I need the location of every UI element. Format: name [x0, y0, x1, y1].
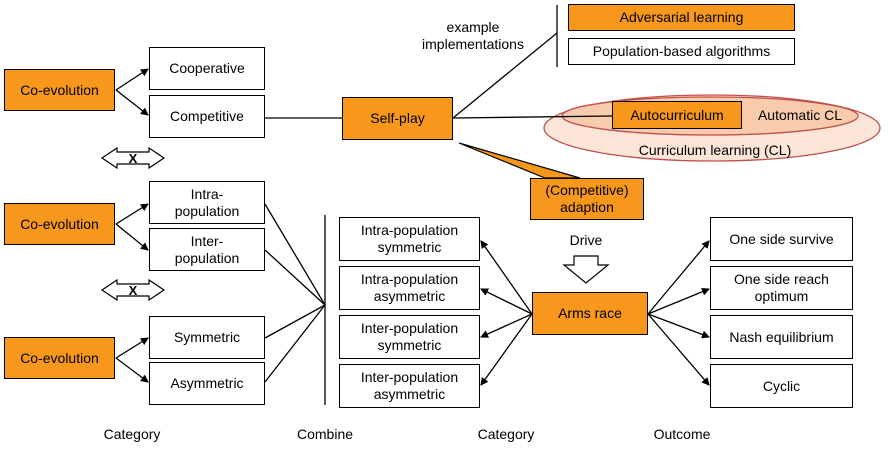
drive-label: Drive: [569, 232, 603, 248]
cooperative-box: Cooperative: [149, 47, 265, 90]
drive-arrow: [562, 255, 610, 284]
inter-population-symmetric-box: Inter-population symmetric: [339, 315, 480, 359]
autocurriculum-box: Autocurriculum: [612, 101, 742, 129]
competitive-box: Competitive: [149, 95, 265, 138]
cross-symbol-lower: X: [129, 283, 138, 298]
curriculum-learning-label: Curriculum learning (CL): [638, 142, 792, 158]
co-evolution-box-3: Co-evolution: [4, 337, 115, 379]
outcome-one-side-survive: One side survive: [710, 217, 853, 261]
automatic-cl-label: Automatic CL: [757, 107, 843, 123]
asymmetric-box: Asymmetric: [149, 362, 265, 405]
footer-category-mid: Category: [477, 426, 535, 442]
cross-arrow-lower: [100, 278, 166, 302]
competitive-adaption-box: (Competitive) adaption: [530, 178, 644, 220]
intra-population-box: Intra- population: [149, 181, 265, 224]
footer-outcome: Outcome: [653, 426, 711, 442]
population-based-algorithms-box: Population-based algorithms: [568, 38, 795, 65]
symmetric-box: Symmetric: [149, 316, 265, 359]
co-evolution-box-1: Co-evolution: [4, 69, 115, 111]
example-implementations-label: example implementations: [422, 19, 524, 52]
self-play-box: Self-play: [342, 97, 453, 140]
outcome-cyclic: Cyclic: [710, 364, 853, 408]
co-evolution-box-2: Co-evolution: [4, 203, 115, 245]
cross-symbol-upper: X: [129, 151, 138, 166]
adaption-callout-pointer: [458, 142, 581, 179]
inter-population-box: Inter- population: [149, 228, 265, 271]
cross-arrow-upper: [100, 146, 166, 170]
arms-race-box: Arms race: [532, 292, 648, 335]
intra-population-symmetric-box: Intra-population symmetric: [339, 217, 480, 261]
adversarial-learning-box: Adversarial learning: [568, 4, 795, 31]
outcome-nash-equilibrium: Nash equilibrium: [710, 315, 853, 359]
inter-population-asymmetric-box: Inter-population asymmetric: [339, 364, 480, 408]
footer-combine: Combine: [296, 426, 354, 442]
outcome-one-side-reach-optimum: One side reach optimum: [710, 266, 853, 310]
footer-category-left: Category: [103, 426, 161, 442]
intra-population-asymmetric-box: Intra-population asymmetric: [339, 266, 480, 310]
